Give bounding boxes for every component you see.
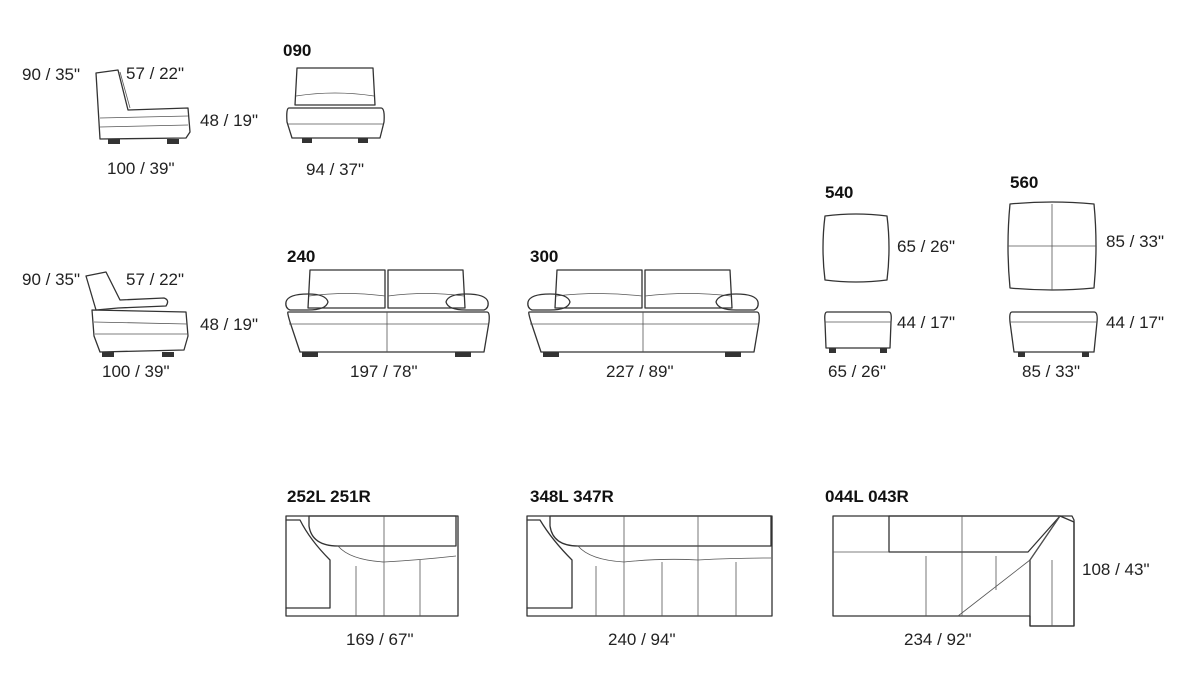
module-540: 540 65 / 26" 44 / 17" 65 / 26" [822,183,955,381]
module-300: 300 227 / 89" [527,247,760,381]
side2-arm-height-label: 48 / 19" [200,315,258,334]
module-560: 560 85 / 33" 44 / 17" 85 / 33" [1007,173,1164,381]
module-044-depth: 108 / 43" [1082,560,1149,579]
module-090-code: 090 [283,41,311,60]
side2-seat-depth-label: 57 / 22" [126,270,184,289]
module-560-width: 85 / 33" [1022,362,1080,381]
module-252-width: 169 / 67" [346,630,413,649]
module-540-width: 65 / 26" [828,362,886,381]
module-240: 240 197 / 78" [285,247,490,381]
side-height-label: 90 / 35" [22,65,80,84]
module-090: 090 94 / 37" [283,41,385,179]
module-252-code: 252L 251R [287,487,371,506]
module-300-width: 227 / 89" [606,362,673,381]
side-seat-depth-label: 57 / 22" [126,64,184,83]
side-depth-label: 100 / 39" [107,159,174,178]
module-560-code: 560 [1010,173,1038,192]
module-090-width: 94 / 37" [306,160,364,179]
module-240-code: 240 [287,247,315,266]
module-540-code: 540 [825,183,853,202]
module-560-depth: 85 / 33" [1106,232,1164,251]
side2-height-label: 90 / 35" [22,270,80,289]
module-348-width: 240 / 94" [608,630,675,649]
side-arm-height-label: 48 / 19" [200,111,258,130]
side-view-with-arm: 90 / 35" 57 / 22" 48 / 19" 100 / 39" [22,270,258,381]
module-252L-251R: 252L 251R 169 / 67" [285,487,459,649]
module-044-code: 044L 043R [825,487,909,506]
module-560-height: 44 / 17" [1106,313,1164,332]
side2-depth-label: 100 / 39" [102,362,169,381]
side-view-armless: 90 / 35" 57 / 22" 48 / 19" 100 / 39" [22,64,258,178]
module-044-width: 234 / 92" [904,630,971,649]
module-044L-043R: 044L 043R 234 / 92" 108 / 43" [825,487,1149,649]
module-540-depth: 65 / 26" [897,237,955,256]
module-300-code: 300 [530,247,558,266]
module-348-code: 348L 347R [530,487,614,506]
module-540-height: 44 / 17" [897,313,955,332]
module-348L-347R: 348L 347R 240 / 94" [526,487,773,649]
module-240-width: 197 / 78" [350,362,417,381]
